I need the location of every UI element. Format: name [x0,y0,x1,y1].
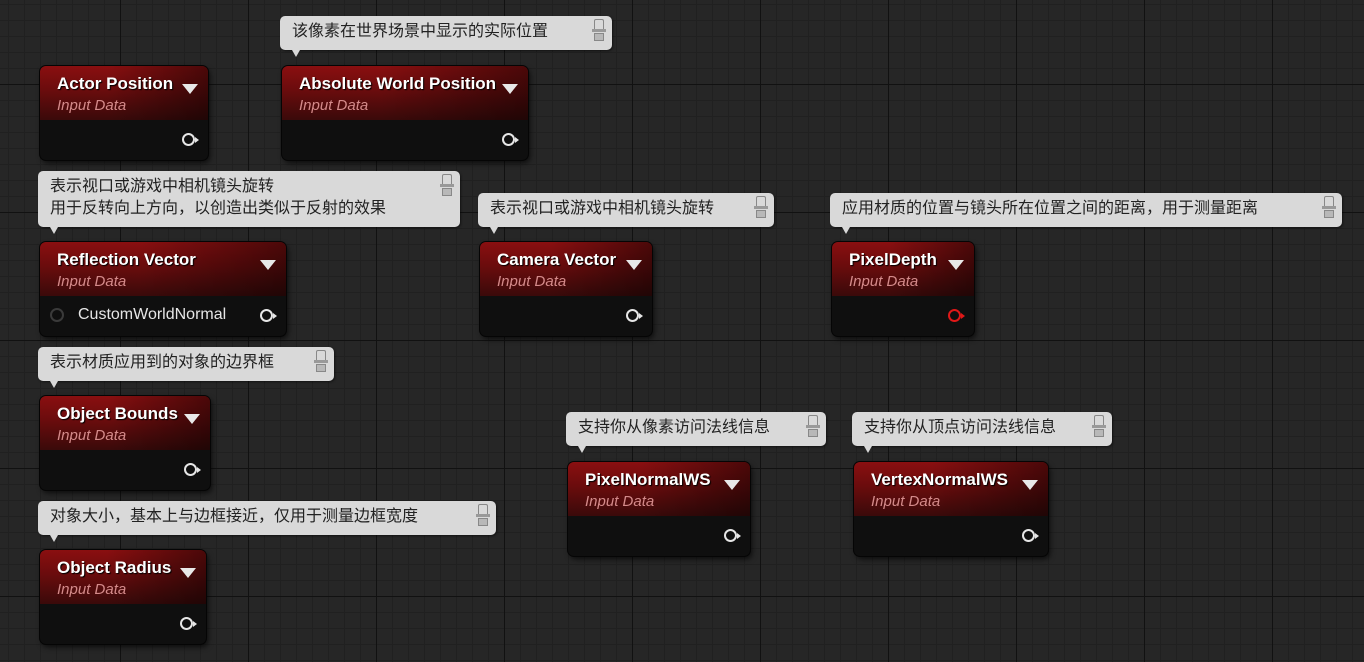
node-header[interactable]: Object Radius Input Data [40,550,206,604]
node-title: Camera Vector [497,250,617,269]
node-actor-position[interactable]: Actor Position Input Data [40,66,208,160]
comment-text: 支持你从顶点访问法线信息 [864,417,1057,436]
node-header[interactable]: Absolute World Position Input Data [282,66,528,120]
node-subtitle: Input Data [849,273,919,290]
node-object-bounds[interactable]: Object Bounds Input Data [40,396,210,490]
comment-pixel-normal-ws[interactable]: 支持你从像素访问法线信息 [566,412,826,453]
comment-pixel-depth[interactable]: 应用材质的位置与镜头所在位置之间的距离，用于测量距离 [830,193,1342,234]
node-title: Object Radius [57,558,172,577]
pushpin-icon[interactable] [754,196,768,220]
comment-tail [50,381,58,388]
comment-object-bounds[interactable]: 表示材质应用到的对象的边界框 [38,347,334,388]
node-reflection-vector[interactable]: Reflection Vector Input Data CustomWorld… [40,242,286,336]
pushpin-icon[interactable] [806,415,820,439]
triangle-down-icon[interactable] [260,260,276,270]
output-pin-icon-connected[interactable] [948,308,965,324]
node-body [568,516,750,556]
comment-text-line-2: 用于反转向上方向，以创造出类似于反射的效果 [50,198,387,217]
comment-vertex-normal-ws[interactable]: 支持你从顶点访问法线信息 [852,412,1112,453]
node-pixel-normal-ws[interactable]: PixelNormalWS Input Data [568,462,750,556]
node-title: PixelDepth [849,250,937,269]
node-subtitle: Input Data [299,97,369,114]
comment-reflection-vector[interactable]: 表示视口或游戏中相机镜头旋转 用于反转向上方向，以创造出类似于反射的效果 [38,171,460,234]
pushpin-icon[interactable] [314,350,328,374]
node-title: PixelNormalWS [585,470,711,489]
node-header[interactable]: Camera Vector Input Data [480,242,652,296]
triangle-down-icon[interactable] [948,260,964,270]
node-title: Absolute World Position [299,74,497,93]
comment-text: 该像素在世界场景中显示的实际位置 [292,21,549,40]
comment-text: 对象大小，基本上与边框接近，仅用于测量边框宽度 [50,506,419,525]
triangle-down-icon[interactable] [180,568,196,578]
comment-text-line-1: 表示视口或游戏中相机镜头旋转 [50,176,275,195]
node-title: VertexNormalWS [871,470,1008,489]
node-body [832,296,974,336]
triangle-down-icon[interactable] [724,480,740,490]
pushpin-icon[interactable] [1322,196,1336,220]
input-pin-icon[interactable] [50,308,64,322]
node-body: CustomWorldNormal [40,296,286,336]
output-pin-icon[interactable] [1022,528,1039,544]
triangle-down-icon[interactable] [1022,480,1038,490]
comment-tail [490,227,498,234]
node-body [40,604,206,644]
node-header[interactable]: PixelDepth Input Data [832,242,974,296]
pushpin-icon[interactable] [440,174,454,198]
output-pin-icon[interactable] [184,462,201,478]
node-title: Reflection Vector [57,250,196,269]
comment-object-radius[interactable]: 对象大小，基本上与边框接近，仅用于测量边框宽度 [38,501,496,542]
triangle-down-icon[interactable] [184,414,200,424]
node-title: Actor Position [57,74,174,93]
triangle-down-icon[interactable] [182,84,198,94]
node-body [40,120,208,160]
node-subtitle: Input Data [57,97,127,114]
output-pin-icon[interactable] [724,528,741,544]
comment-text: 支持你从像素访问法线信息 [578,417,771,436]
comment-tail [864,446,872,453]
comment-text: 表示材质应用到的对象的边界框 [50,352,275,371]
pushpin-icon[interactable] [1092,415,1106,439]
comment-tail [292,50,300,57]
node-vertex-normal-ws[interactable]: VertexNormalWS Input Data [854,462,1048,556]
node-subtitle: Input Data [585,493,655,510]
output-pin-icon[interactable] [502,132,519,148]
pushpin-icon[interactable] [476,504,490,528]
node-body [854,516,1048,556]
output-pin-icon[interactable] [180,616,197,632]
node-body [40,450,210,490]
node-header[interactable]: Reflection Vector Input Data [40,242,286,296]
node-title: Object Bounds [57,404,178,423]
comment-tail [50,535,58,542]
comment-tail [842,227,850,234]
comment-tail [50,227,58,234]
comment-absolute-world-position[interactable]: 该像素在世界场景中显示的实际位置 [280,16,612,57]
node-object-radius[interactable]: Object Radius Input Data [40,550,206,644]
node-header[interactable]: Object Bounds Input Data [40,396,210,450]
node-header[interactable]: PixelNormalWS Input Data [568,462,750,516]
node-header[interactable]: Actor Position Input Data [40,66,208,120]
node-body [480,296,652,336]
node-subtitle: Input Data [871,493,941,510]
node-body [282,120,528,160]
input-pin-label: CustomWorldNormal [78,306,227,323]
comment-tail [578,446,586,453]
node-pixel-depth[interactable]: PixelDepth Input Data [832,242,974,336]
node-absolute-world-position[interactable]: Absolute World Position Input Data [282,66,528,160]
node-header[interactable]: VertexNormalWS Input Data [854,462,1048,516]
node-camera-vector[interactable]: Camera Vector Input Data [480,242,652,336]
triangle-down-icon[interactable] [626,260,642,270]
comment-text: 应用材质的位置与镜头所在位置之间的距离，用于测量距离 [842,198,1259,217]
comment-text: 表示视口或游戏中相机镜头旋转 [490,198,715,217]
node-subtitle: Input Data [57,581,127,598]
triangle-down-icon[interactable] [502,84,518,94]
node-subtitle: Input Data [57,427,127,444]
output-pin-icon[interactable] [182,132,199,148]
pushpin-icon[interactable] [592,19,606,43]
output-pin-icon[interactable] [260,308,277,324]
output-pin-icon[interactable] [626,308,643,324]
node-subtitle: Input Data [57,273,127,290]
comment-camera-vector[interactable]: 表示视口或游戏中相机镜头旋转 [478,193,774,234]
node-subtitle: Input Data [497,273,567,290]
